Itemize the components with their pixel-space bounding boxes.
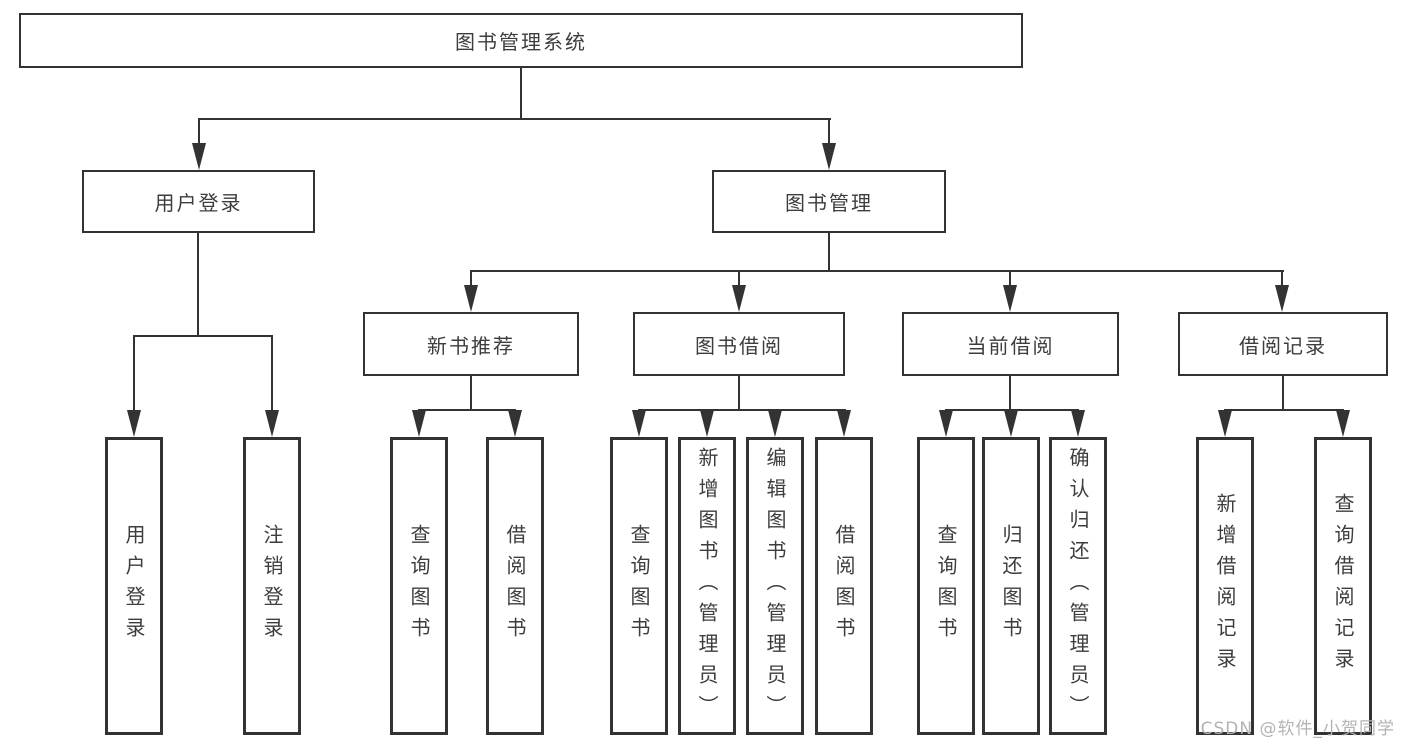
arrowhead-down-icon — [192, 143, 206, 170]
leaf-borrow-add-books-admin-label: 新增图书（管理员） — [695, 446, 719, 726]
node-new-book-recommend-label: 新书推荐 — [427, 333, 515, 358]
leaf-current-query-books-label: 查询图书 — [934, 524, 958, 648]
node-user-login-label: 用户登录 — [154, 191, 243, 215]
leaf-records-add-record: 新增借阅记录 — [1196, 437, 1254, 735]
leaf-current-query-books: 查询图书 — [917, 437, 975, 735]
leaf-current-return-books-label: 归还图书 — [999, 524, 1023, 648]
arrowhead-down-icon — [1071, 410, 1085, 437]
leaf-current-confirm-return-admin: 确认归还（管理员） — [1049, 437, 1107, 735]
node-book-management: 图书管理 — [712, 170, 946, 233]
connector-line — [133, 335, 273, 337]
connector-line — [197, 233, 199, 335]
connector-line — [1281, 270, 1283, 288]
connector-line — [470, 376, 472, 409]
leaf-borrow-edit-books-admin: 编辑图书（管理员） — [746, 437, 804, 735]
arrowhead-down-icon — [837, 410, 851, 437]
connector-line — [418, 409, 516, 411]
arrowhead-down-icon — [412, 410, 426, 437]
arrowhead-down-icon — [1003, 285, 1017, 312]
connector-line — [738, 376, 740, 409]
connector-line — [1009, 376, 1011, 409]
watermark: CSDN @软件_小贺同学 — [1200, 719, 1395, 739]
arrowhead-down-icon — [768, 410, 782, 437]
arrowhead-down-icon — [632, 410, 646, 437]
leaf-newbook-borrow-books-label: 借阅图书 — [503, 524, 527, 648]
leaf-borrow-query-books-label: 查询图书 — [627, 524, 651, 648]
node-user-login: 用户登录 — [82, 170, 315, 233]
leaf-borrow-query-books: 查询图书 — [610, 437, 668, 735]
node-book-management-label: 图书管理 — [785, 191, 873, 215]
connector-line — [198, 118, 200, 146]
connector-line — [133, 335, 135, 412]
node-book-borrow-label: 图书借阅 — [695, 333, 783, 358]
connector-line — [828, 233, 830, 270]
connector-line — [470, 270, 1284, 272]
connector-line — [198, 118, 831, 120]
node-borrow-records-label: 借阅记录 — [1239, 333, 1327, 358]
connector-line — [271, 335, 273, 412]
arrowhead-down-icon — [464, 285, 478, 312]
connector-line — [1224, 409, 1344, 411]
leaf-user-login-label: 用户登录 — [122, 524, 146, 648]
leaf-records-query-record-label: 查询借阅记录 — [1331, 493, 1355, 679]
connector-line — [1009, 270, 1011, 288]
connector-line — [470, 270, 472, 288]
node-root-label: 图书管理系统 — [455, 30, 587, 54]
connector-line — [738, 270, 740, 288]
node-current-borrow-label: 当前借阅 — [966, 333, 1055, 358]
connector-line — [1282, 376, 1284, 409]
arrowhead-down-icon — [127, 410, 141, 437]
node-current-borrow: 当前借阅 — [902, 312, 1119, 376]
node-borrow-records: 借阅记录 — [1178, 312, 1388, 376]
leaf-borrow-borrow-books: 借阅图书 — [815, 437, 873, 735]
arrowhead-down-icon — [508, 410, 522, 437]
arrowhead-down-icon — [939, 410, 953, 437]
arrowhead-down-icon — [732, 285, 746, 312]
leaf-logout: 注销登录 — [243, 437, 301, 735]
node-new-book-recommend: 新书推荐 — [363, 312, 579, 376]
arrowhead-down-icon — [1336, 410, 1350, 437]
leaf-borrow-edit-books-admin-label: 编辑图书（管理员） — [763, 446, 787, 726]
arrowhead-down-icon — [1218, 410, 1232, 437]
connector-line — [638, 409, 846, 411]
connector-line — [520, 68, 522, 118]
leaf-user-login: 用户登录 — [105, 437, 163, 735]
arrowhead-down-icon — [1275, 285, 1289, 312]
arrowhead-down-icon — [822, 143, 836, 170]
leaf-current-return-books: 归还图书 — [982, 437, 1040, 735]
node-root: 图书管理系统 — [19, 13, 1023, 68]
arrowhead-down-icon — [265, 410, 279, 437]
arrowhead-down-icon — [1004, 410, 1018, 437]
leaf-current-confirm-return-admin-label: 确认归还（管理员） — [1066, 446, 1090, 726]
leaf-newbook-query-books: 查询图书 — [390, 437, 448, 735]
leaf-borrow-borrow-books-label: 借阅图书 — [832, 524, 856, 648]
connector-line — [828, 118, 830, 146]
leaf-logout-label: 注销登录 — [260, 524, 284, 648]
leaf-borrow-add-books-admin: 新增图书（管理员） — [678, 437, 736, 735]
leaf-newbook-borrow-books: 借阅图书 — [486, 437, 544, 735]
arrowhead-down-icon — [700, 410, 714, 437]
leaf-newbook-query-books-label: 查询图书 — [407, 524, 431, 648]
node-book-borrow: 图书借阅 — [633, 312, 845, 376]
leaf-records-query-record: 查询借阅记录 — [1314, 437, 1372, 735]
leaf-records-add-record-label: 新增借阅记录 — [1213, 493, 1237, 679]
